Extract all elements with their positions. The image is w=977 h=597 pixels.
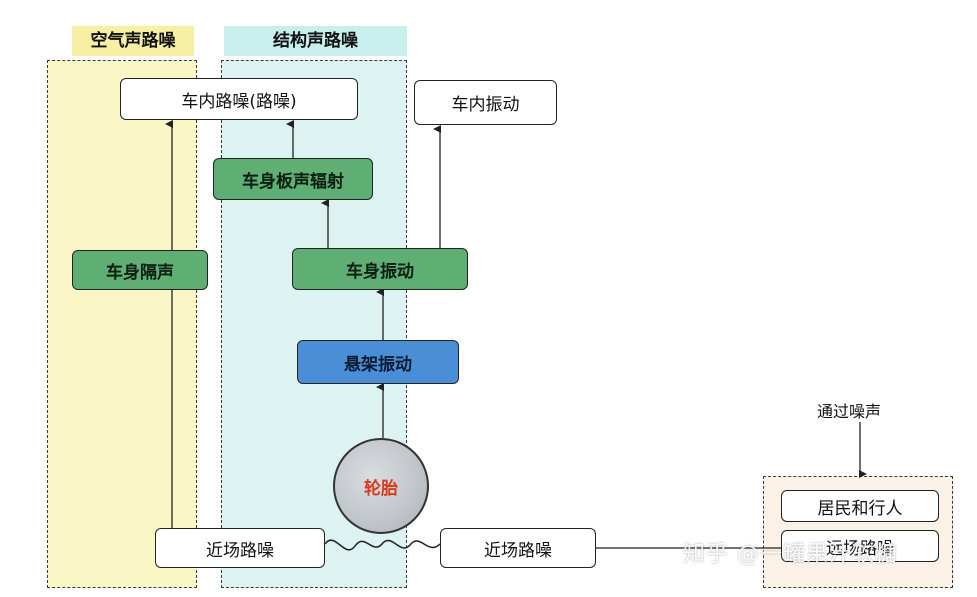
tire-label: 轮胎 bbox=[364, 478, 398, 499]
interior-road-noise-box: 车内路噪(路噪) bbox=[120, 78, 358, 120]
body-vibration-box: 车身振动 bbox=[292, 248, 468, 290]
watermark: 知乎 @一罐果汁软糖 bbox=[683, 542, 898, 567]
near-field-noise-right-box: 近场路噪 bbox=[440, 528, 596, 568]
structural-zone-label: 结构声路噪 bbox=[224, 26, 407, 56]
body-insulation-box: 车身隔声 bbox=[72, 250, 208, 290]
residents-pedestrians-box: 居民和行人 bbox=[781, 490, 939, 522]
interior-vibration-box: 车内振动 bbox=[414, 80, 557, 125]
near-field-noise-left-box: 近场路噪 bbox=[155, 528, 325, 568]
suspension-vibration-box: 悬架振动 bbox=[297, 340, 459, 384]
airborne-zone-label: 空气声路噪 bbox=[72, 26, 194, 56]
passby-noise-label: 通过噪声 bbox=[817, 402, 882, 421]
tire-circle: 轮胎 bbox=[333, 438, 429, 534]
panel-radiation-box: 车身板声辐射 bbox=[213, 158, 373, 200]
far-field-noise-box: 远场路噪 bbox=[781, 530, 939, 562]
